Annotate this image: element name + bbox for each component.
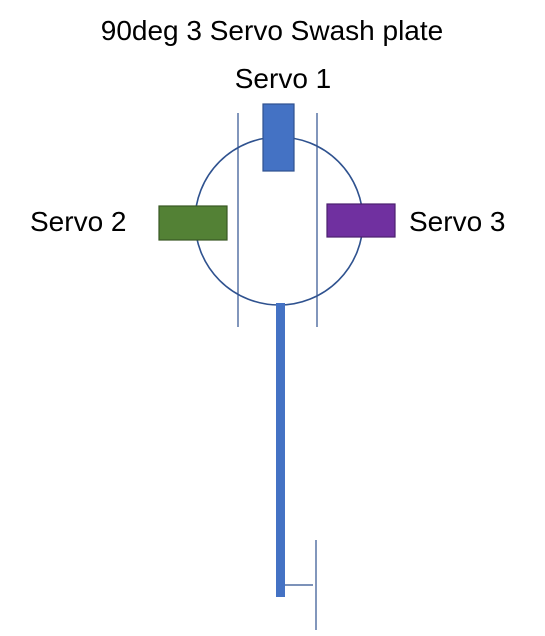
servo-1-label: Servo 1 <box>235 63 332 94</box>
servo-3-block <box>326 203 396 238</box>
servo-2-label: Servo 2 <box>30 206 127 237</box>
servo-2-block <box>158 205 228 241</box>
servo-3-label: Servo 3 <box>409 206 506 237</box>
main-shaft <box>276 303 285 597</box>
servo-1-block <box>262 103 295 172</box>
diagram-title: 90deg 3 Servo Swash plate <box>101 15 443 46</box>
